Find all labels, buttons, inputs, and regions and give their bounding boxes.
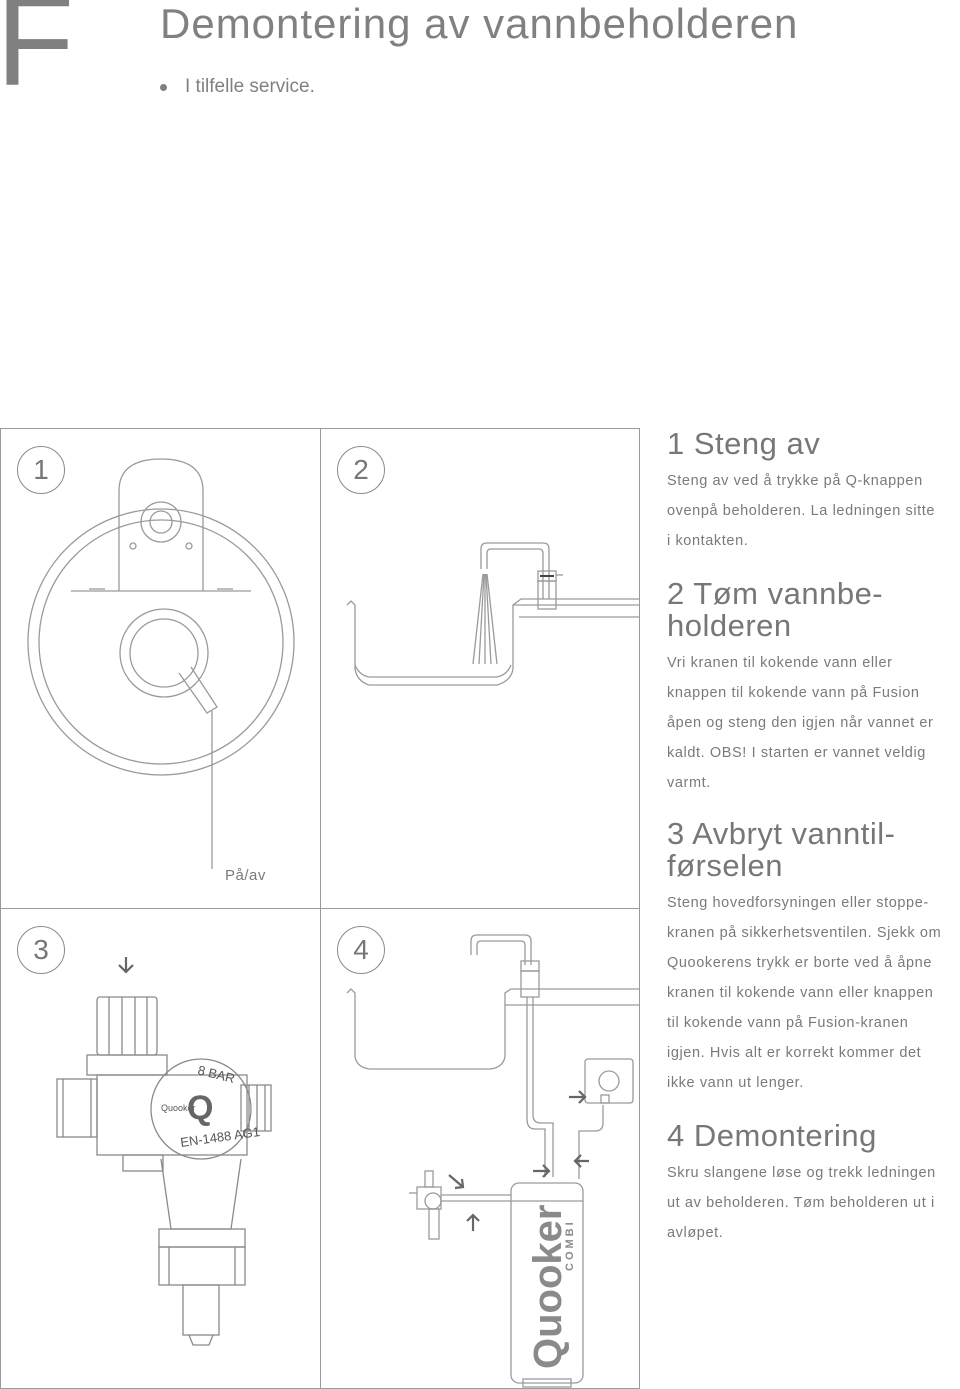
intro-bullet-text: I tilfelle service. (185, 76, 315, 97)
step-1-text: Steng av ved å trykke på Q-knappen ovenp… (667, 473, 936, 549)
step-3-text: Steng hovedforsyningen eller stoppe- kra… (667, 895, 942, 1091)
valve-pressure-text: 8 BAR (196, 1062, 236, 1086)
step-3: 3 Avbryt vanntil- førselen Steng hovedfo… (667, 818, 960, 1098)
step-4-heading: 4 Demontering (667, 1118, 877, 1153)
step-number-1: 1 (17, 446, 65, 494)
on-off-label: På/av (225, 867, 266, 884)
illustration-panel-3: 3 (0, 908, 321, 1389)
step-2-heading: 2 Tøm vannbe- holderen (667, 576, 884, 643)
valve-standard-text: EN-1488 AG1 (179, 1124, 261, 1150)
step-4-text: Skru slangene løse og trekk ledningen ut… (667, 1165, 936, 1241)
step-1-heading: 1 Steng av (667, 426, 821, 461)
step-4: 4 Demontering Skru slangene løse og trek… (667, 1120, 960, 1248)
step-number-2: 2 (337, 446, 385, 494)
step-2-text: Vri kranen til kokende vann eller knappe… (667, 655, 934, 791)
intro-bullet: I tilfelle service. (160, 76, 315, 98)
step-number-4: 4 (337, 926, 385, 974)
step-3-heading: 3 Avbryt vanntil- førselen (667, 816, 896, 883)
bullet-dot (160, 83, 167, 91)
q-button-illustration (27, 458, 295, 869)
tap-sink-illustration (346, 542, 639, 686)
valve-brand-text: Quooker (161, 1103, 196, 1113)
illustration-panel-1: 1 På/av (0, 428, 321, 909)
step-2: 2 Tøm vannbe- holderen Vri kranen til ko… (667, 578, 960, 798)
tank-brand-text: Quooker (526, 1205, 570, 1369)
tank-model-text: COMBI (564, 1219, 576, 1271)
safety-valve-illustration: Quooker Q 8 BAR EN-1488 AG1 (56, 957, 272, 1346)
illustration-panel-2: 2 (320, 428, 640, 909)
illustration-panel-4: 4 (320, 908, 640, 1389)
tank-installation-illustration: Quooker COMBI (346, 934, 639, 1388)
page-title: Demontering av vannbeholderen (160, 0, 799, 47)
svg-text:Q: Q (187, 1089, 213, 1127)
section-letter: F (0, 0, 74, 113)
step-number-3: 3 (17, 926, 65, 974)
step-1: 1 Steng av Steng av ved å trykke på Q-kn… (667, 428, 960, 556)
